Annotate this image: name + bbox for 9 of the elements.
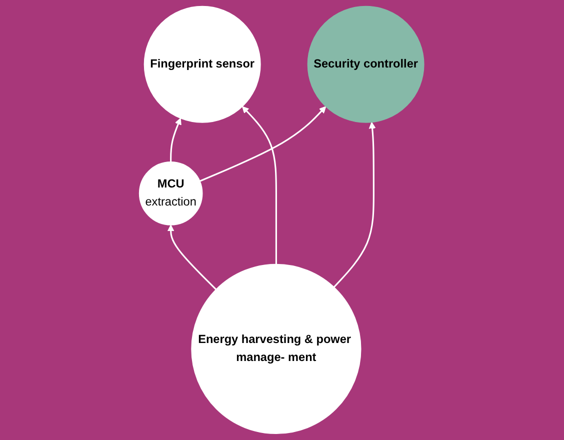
node-circle: MCU extraction [139, 162, 204, 226]
arrow [170, 118, 182, 162]
arrow [168, 224, 217, 290]
arrow [242, 106, 278, 264]
arrow [334, 122, 376, 288]
node-circle: Energy harvesting & power manage- ment [192, 264, 362, 434]
node-circle: Fingerprint sensor [144, 6, 262, 123]
arrow [200, 106, 326, 182]
node-circle: Security controller [308, 6, 425, 123]
